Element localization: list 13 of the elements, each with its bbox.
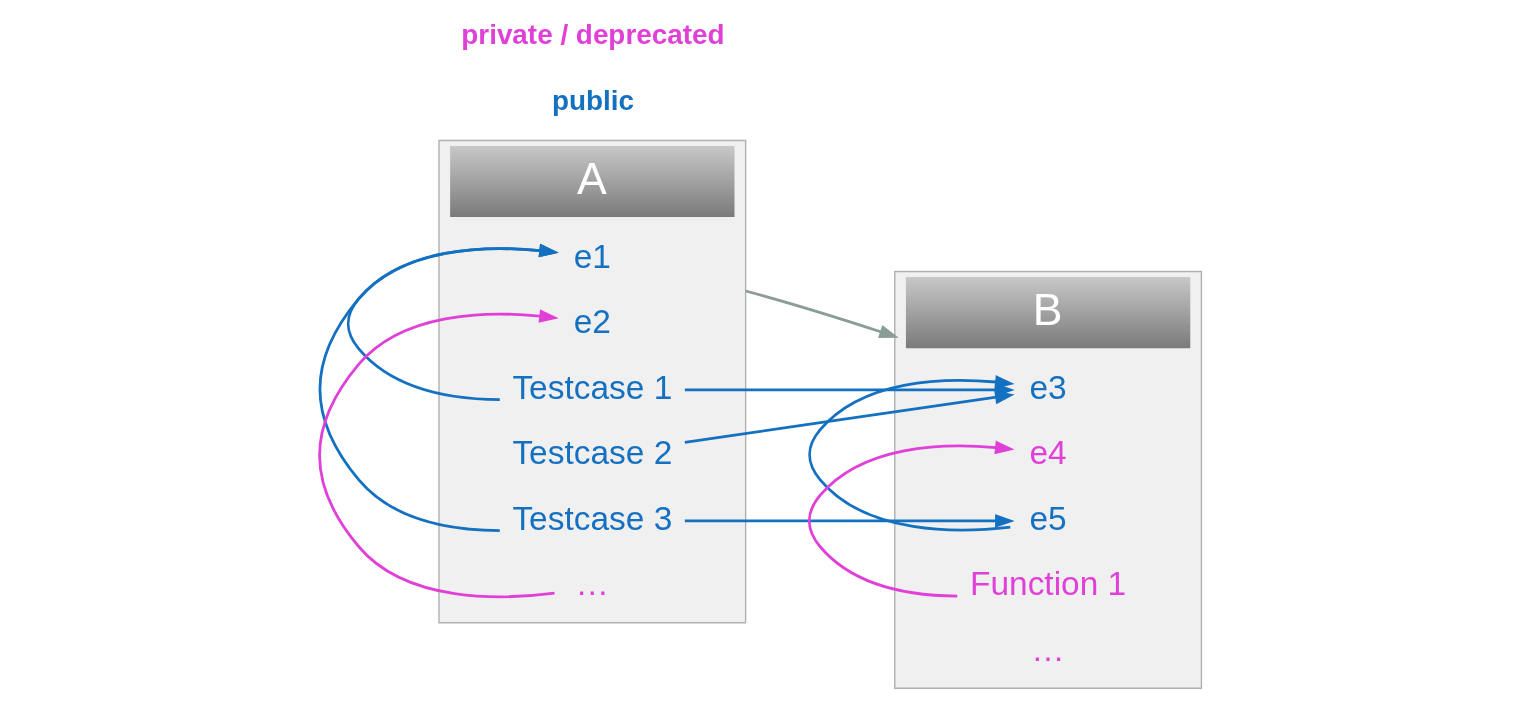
node-text: e1 [573, 237, 611, 275]
node-text: Testcase 3 [511, 499, 672, 537]
node-text: e5 [1029, 499, 1067, 537]
node-text: … [575, 565, 609, 603]
node-text: … [1030, 630, 1065, 668]
node-text: e4 [1029, 434, 1067, 472]
node-text: Testcase 2 [511, 434, 672, 472]
label: public [551, 84, 634, 116]
node-text: Testcase 1 [511, 368, 672, 406]
node-text: e2 [573, 303, 611, 341]
node-text: e3 [1029, 368, 1067, 406]
label: private / deprecated [460, 19, 725, 51]
node-text: Function 1 [969, 565, 1126, 603]
